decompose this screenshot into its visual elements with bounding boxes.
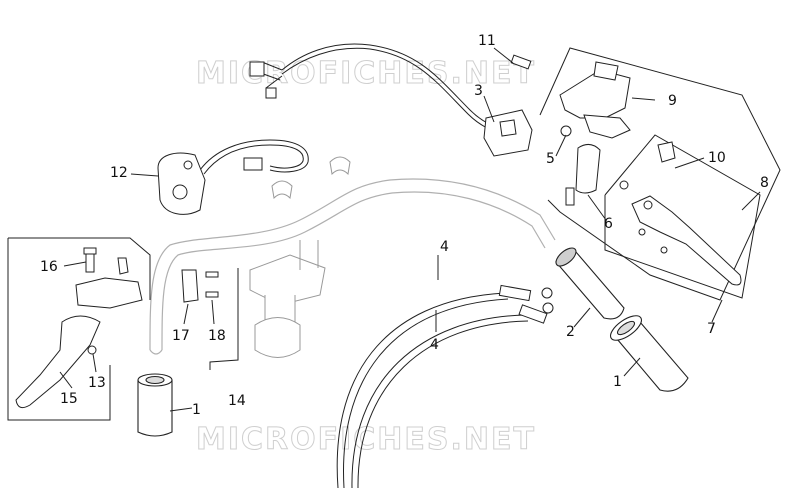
left-lever-parts [15, 247, 219, 409]
callout-6: 6 [604, 216, 613, 232]
right-lever-box [604, 134, 761, 299]
left-switch-harness [157, 139, 309, 215]
callout-3: 3 [474, 83, 483, 99]
callout-10: 10 [708, 150, 726, 166]
callout-14: 14 [228, 393, 246, 409]
callout-1-right: 1 [613, 374, 622, 390]
callout-9: 9 [668, 93, 677, 109]
callout-18: 18 [208, 328, 226, 344]
callout-4-top: 4 [440, 239, 449, 255]
callout-8: 8 [760, 175, 769, 191]
left-assembly-outline [7, 237, 239, 421]
callout-13: 13 [88, 375, 106, 391]
handlebar-clamps [249, 156, 351, 358]
right-switch-harness [249, 43, 533, 157]
right-assembly-outline [539, 47, 781, 301]
callout-7: 7 [707, 321, 716, 337]
callout-11: 11 [478, 33, 496, 49]
throttle-tube [555, 247, 625, 320]
leader-lines [59, 47, 761, 412]
callout-1-left: 1 [192, 402, 201, 418]
callout-4-bottom: 4 [430, 337, 439, 353]
callout-2: 2 [566, 324, 575, 340]
callout-15: 15 [60, 391, 78, 407]
callout-17: 17 [172, 328, 190, 344]
callout-16: 16 [40, 259, 58, 275]
throttle-cables [336, 284, 554, 488]
callout-12: 12 [110, 165, 128, 181]
right-brake-lever [619, 141, 742, 286]
left-grip [137, 373, 173, 437]
right-grip [610, 315, 689, 392]
callout-5: 5 [546, 151, 555, 167]
handlebar [149, 178, 556, 355]
watermark-bottom: MICROFICHES.NET [196, 422, 536, 458]
right-master-cylinder [510, 54, 631, 206]
